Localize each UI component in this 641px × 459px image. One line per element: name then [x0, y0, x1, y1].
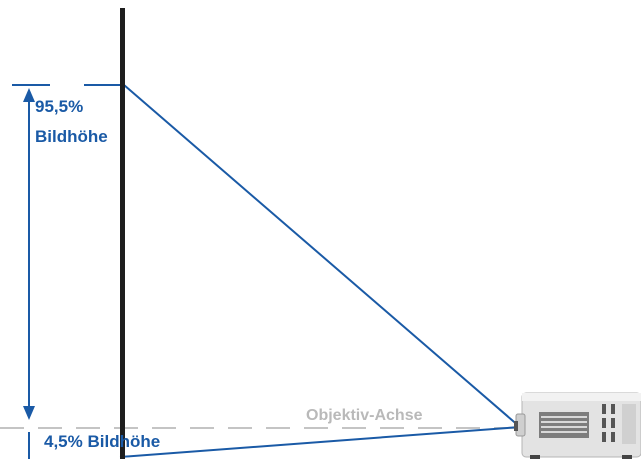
upper-height-label: Bildhöhe — [35, 127, 108, 146]
arrowhead-up-icon — [23, 88, 35, 102]
arrowhead-down-icon — [23, 406, 35, 420]
projection-ray-top — [123, 84, 521, 428]
projector-icon — [514, 392, 641, 459]
projection-screen — [120, 8, 125, 459]
lens-axis-label: Objektiv-Achse — [306, 407, 423, 424]
lower-percentage-label: 4,5% Bildhöhe — [44, 432, 161, 451]
upper-percentage-label: 95,5% — [35, 97, 84, 116]
projection-ray-bottom — [119, 426, 521, 458]
